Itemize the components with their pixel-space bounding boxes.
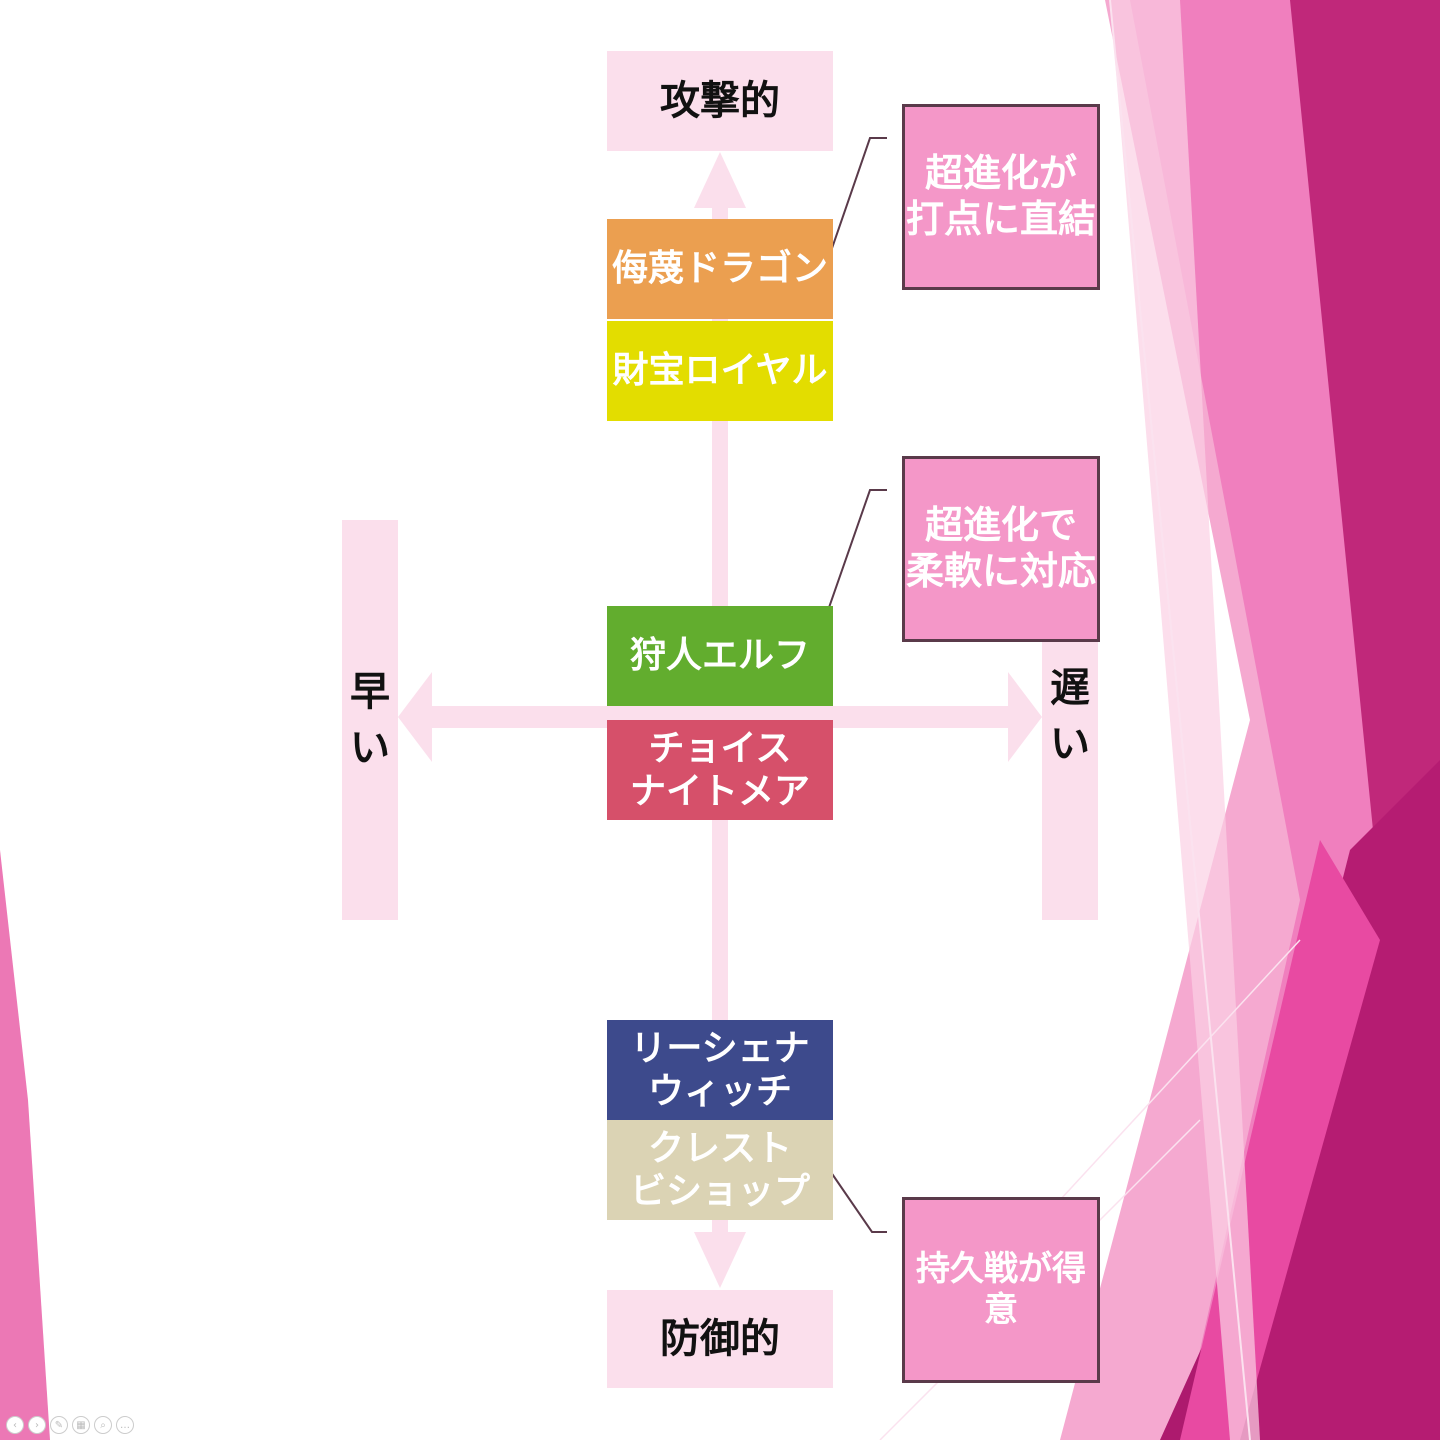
note-elf: 超進化で 柔軟に対応: [902, 456, 1100, 642]
slides-icon[interactable]: ▦: [72, 1416, 90, 1434]
pole-bottom-defensive: 防御的: [607, 1290, 833, 1388]
note-2-line-2: 柔軟に対応: [905, 549, 1096, 593]
slideshow-nav: ‹ › ✎ ▦ ⌕ …: [6, 1416, 134, 1434]
pole-right-char-2: い: [1050, 721, 1090, 767]
pole-left-char-2: い: [350, 725, 390, 771]
pen-icon[interactable]: ✎: [50, 1416, 68, 1434]
deck-bishop-line-1: クレスト: [647, 1127, 792, 1169]
deck-elf: 狩人エルフ: [607, 606, 833, 706]
pole-left-early: 早 い: [342, 520, 398, 920]
next-icon[interactable]: ›: [28, 1416, 46, 1434]
deck-nightmare-line-1: チョイス: [648, 727, 792, 769]
note-1-line-1: 超進化が: [924, 151, 1077, 196]
note-1-line-2: 打点に直結: [905, 197, 1096, 241]
deck-witch-line-1: リーシェナ: [630, 1027, 810, 1069]
pole-left-char-1: 早: [350, 669, 390, 715]
pole-right-late: 遅 い: [1042, 640, 1098, 920]
deck-bishop: クレスト ビショップ: [607, 1120, 833, 1220]
deck-nightmare-line-2: ナイトメア: [629, 771, 810, 812]
zoom-icon[interactable]: ⌕: [94, 1416, 112, 1434]
pole-top-aggressive: 攻撃的: [607, 51, 833, 151]
deck-dragon: 侮蔑ドラゴン: [607, 219, 833, 319]
note-dragon-royal: 超進化が 打点に直結: [902, 104, 1100, 290]
more-icon[interactable]: …: [116, 1416, 134, 1434]
note-2-line-1: 超進化で: [924, 503, 1077, 548]
deck-bishop-line-2: ビショップ: [629, 1171, 810, 1212]
deck-nightmare: チョイス ナイトメア: [607, 720, 833, 820]
deck-royal: 財宝ロイヤル: [607, 321, 833, 421]
deck-witch: リーシェナ ウィッチ: [607, 1020, 833, 1120]
deck-witch-line-2: ウィッチ: [647, 1071, 792, 1112]
prev-icon[interactable]: ‹: [6, 1416, 24, 1434]
note-bishop: 持久戦が得意: [902, 1197, 1100, 1383]
pole-right-char-1: 遅: [1050, 665, 1090, 711]
